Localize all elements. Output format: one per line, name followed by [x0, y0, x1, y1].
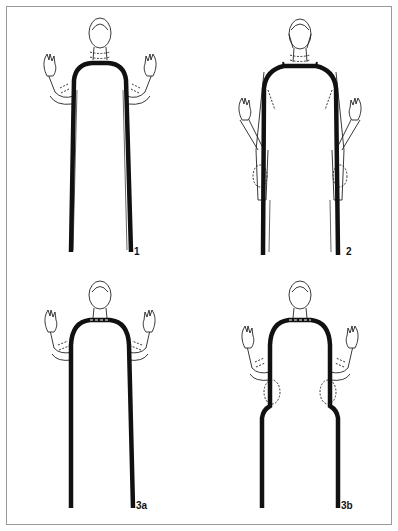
figure-number: 3b	[341, 500, 353, 512]
figure-number: 2	[346, 246, 352, 258]
figure-number: 3a	[136, 500, 147, 512]
figure-number: 1	[134, 246, 140, 258]
